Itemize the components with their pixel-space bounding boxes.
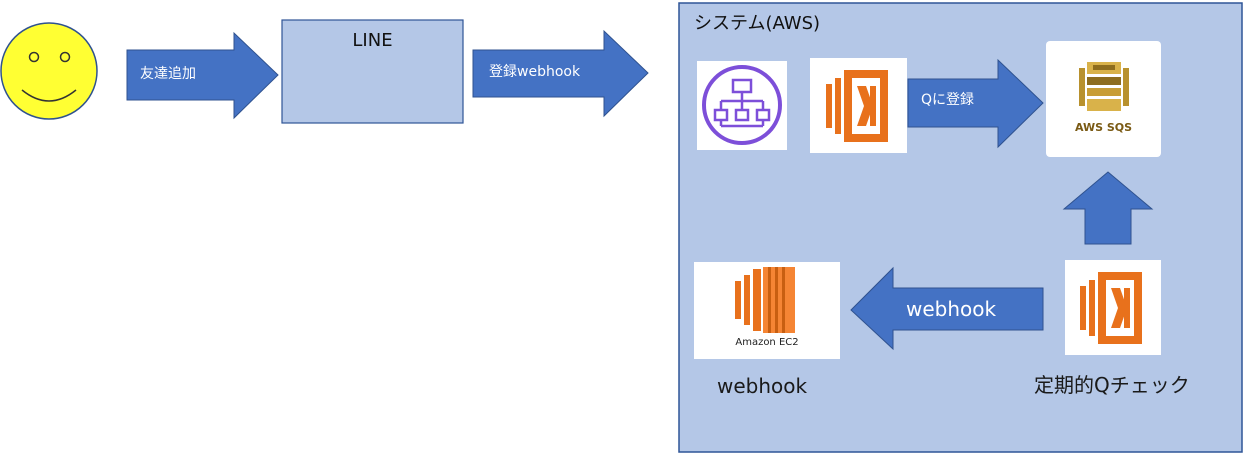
webhook-arrow-label: webhook [906,297,997,321]
friend-add-arrow [126,31,279,120]
step-functions-icon [702,65,782,145]
register-webhook-arrow [472,29,649,118]
ec2-caption: webhook [717,374,808,398]
system-aws-title: システム(AWS) [694,13,821,34]
line-box-title: LINE [352,30,393,51]
up-arrow [1062,171,1154,245]
register-webhook-label: 登録webhook [489,64,581,80]
smiley-face-icon [0,22,98,120]
friend-add-label: 友達追加 [140,66,196,82]
scheduled-q-check-caption: 定期的Qチェック [1034,373,1190,397]
amazon-ec2-label: Amazon EC2 [735,337,799,348]
aws-lambda-icon [826,70,888,142]
line-box [281,19,464,124]
aws-sqs-icon [1079,62,1129,111]
aws-lambda-icon-bottom [1080,272,1142,344]
webhook-arrow [850,266,1044,351]
amazon-ec2-icon [735,267,795,333]
q-register-label: Qに登録 [921,92,975,108]
aws-sqs-label: AWS SQS [1074,121,1133,134]
q-register-arrow [907,58,1044,149]
